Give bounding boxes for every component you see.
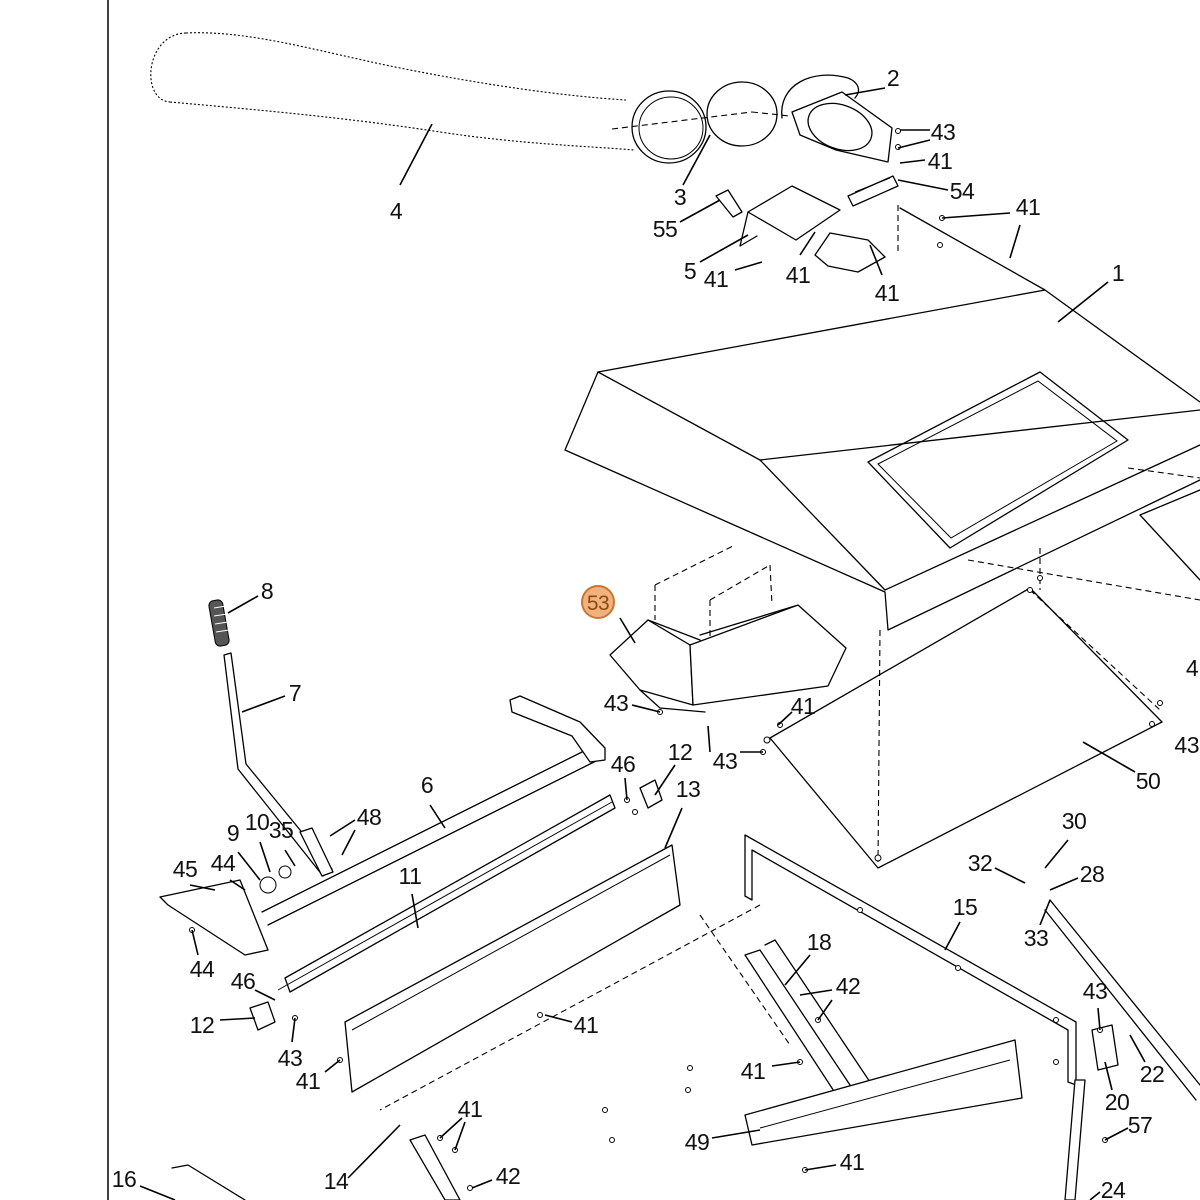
part-clamp-rings (611, 81, 778, 164)
callout-33: 33 (1024, 925, 1049, 951)
callout-43-edge: 43 (1174, 732, 1199, 758)
part-cover-plate (739, 185, 899, 273)
callout-42: 42 (836, 973, 861, 999)
part-lever-grip (208, 599, 230, 647)
callout-30: 30 (1062, 808, 1087, 834)
callout-15: 15 (953, 894, 978, 920)
part-lever-bracket (159, 827, 334, 956)
callout-42: 42 (496, 1163, 521, 1189)
callout-12: 12 (190, 1012, 215, 1038)
part-bottom-panel (769, 587, 1163, 869)
callout-41: 41 (928, 148, 953, 174)
part-mount-bracket (847, 175, 899, 207)
callout-9: 9 (227, 820, 239, 846)
part-base-plate (171, 1164, 246, 1200)
callout-7: 7 (289, 680, 301, 706)
callout-20: 20 (1105, 1089, 1130, 1115)
fastener-holes (189, 128, 1163, 1191)
part-pin (715, 189, 743, 218)
part-hood (564, 207, 1200, 631)
callout-43: 43 (931, 119, 956, 145)
callout-45: 45 (173, 856, 198, 882)
callout-41: 41 (704, 266, 729, 292)
callout-10: 10 (245, 809, 270, 835)
callout-43: 43 (1083, 978, 1108, 1004)
callout-43: 43 (278, 1045, 303, 1071)
callout-28: 28 (1080, 861, 1105, 887)
callout-46: 46 (611, 751, 636, 777)
callout-46: 46 (231, 968, 256, 994)
callout-41: 41 (840, 1149, 865, 1175)
highlight-marker[interactable] (581, 585, 615, 619)
assembly-guide-lines (379, 467, 1200, 1111)
callout-14: 14 (324, 1168, 349, 1194)
part-small-bracket-lower (249, 1001, 276, 1031)
part-duct-hose (150, 32, 635, 151)
callout-32: 32 (968, 850, 993, 876)
callout-5: 5 (684, 258, 696, 284)
callout-48: 48 (357, 804, 382, 830)
callout-41: 41 (574, 1012, 599, 1038)
callout-2: 2 (887, 65, 899, 91)
callout-41: 41 (791, 693, 816, 719)
callout-labels: 4 2 43 41 54 3 55 41 5 41 41 41 1 8 7 43… (112, 65, 1200, 1200)
callout-3: 3 (674, 184, 686, 210)
callout-12: 12 (668, 739, 693, 765)
part-small-bracket-upper (639, 779, 663, 809)
callout-41: 41 (458, 1096, 483, 1122)
callout-41: 41 (875, 280, 900, 306)
part-elbow-adapter (751, 74, 893, 163)
callout-49: 49 (685, 1129, 710, 1155)
part-lower-bracket (409, 1134, 461, 1200)
part-side-frame (744, 834, 1077, 1086)
callout-44: 44 (190, 956, 215, 982)
part-linkage-rod (1044, 899, 1200, 1200)
callout-55: 55 (653, 216, 678, 242)
callout-41: 41 (296, 1068, 321, 1094)
callout-4: 4 (390, 198, 403, 224)
callout-50: 50 (1136, 768, 1161, 794)
callout-18: 18 (807, 929, 832, 955)
part-deflector (344, 844, 681, 1093)
part-channel-rail (277, 794, 616, 993)
callout-43: 43 (713, 748, 738, 774)
callout-11: 11 (399, 863, 422, 889)
callout-1: 1 (1112, 260, 1124, 286)
leader-lines (139, 87, 1146, 1200)
callout-13: 13 (676, 776, 701, 802)
highlighted-callout-label: 53 (587, 592, 609, 615)
callout-16: 16 (112, 1166, 137, 1192)
highlighted-callout[interactable]: 53 (581, 585, 615, 619)
callout-43: 43 (604, 690, 629, 716)
callout-22: 22 (1140, 1061, 1165, 1087)
part-cross-bar (744, 1039, 1023, 1146)
callout-44: 44 (211, 850, 236, 876)
part-funnel (609, 604, 847, 713)
callout-6: 6 (421, 772, 433, 798)
part-control-rod (261, 695, 606, 926)
callout-4-edge: 4 (1186, 655, 1199, 681)
callout-8: 8 (261, 578, 273, 604)
callout-35: 35 (269, 817, 294, 843)
callout-57: 57 (1128, 1112, 1153, 1138)
callout-24: 24 (1101, 1177, 1126, 1200)
callout-41: 41 (741, 1058, 766, 1084)
callout-54: 54 (950, 178, 975, 204)
callout-41: 41 (786, 262, 811, 288)
part-hinge-bracket (1091, 1024, 1119, 1071)
callout-41: 41 (1016, 194, 1041, 220)
